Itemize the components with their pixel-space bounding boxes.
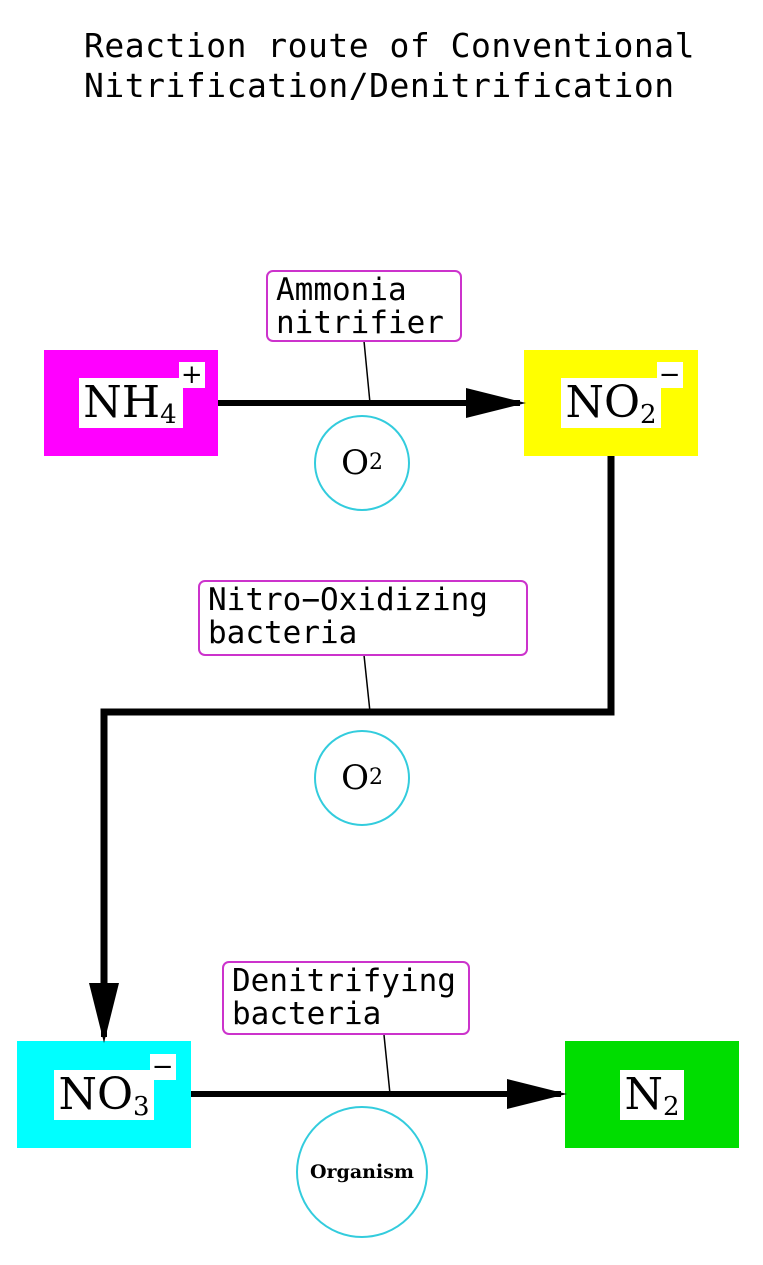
step-3-label-line-2: bacteria <box>232 996 382 1032</box>
condition-step-3-text: Organism <box>310 1161 414 1183</box>
step-3-label: Denitrifying bacteria <box>222 961 470 1035</box>
step-2-label: Nitro−Oxidizing bacteria <box>198 580 528 656</box>
step-2-label-line-1: Nitro−Oxidizing <box>208 582 488 618</box>
title-line-2: Nitrification/Denitrification <box>84 66 675 105</box>
step-3-label-line-1: Denitrifying <box>232 963 456 999</box>
condition-step-2-base: O <box>341 758 369 798</box>
condition-circle-step-1 <box>314 415 410 511</box>
condition-circle-step-2 <box>314 730 410 826</box>
step-1-label-line-1: Ammonia <box>276 272 407 308</box>
ammonium-charge: + <box>178 360 205 390</box>
condition-step-1-base: O <box>341 443 369 483</box>
step-1-label: Ammonia nitrifier <box>266 270 462 342</box>
title-line-1: Reaction route of Conventional <box>84 26 696 65</box>
leader-line-step-1 <box>363 340 371 404</box>
ammonium-formula: NH <box>83 377 161 428</box>
leader-line-step-2 <box>363 654 371 713</box>
nitrate-subscript: 3 <box>133 1091 150 1122</box>
nitrite-formula: NO <box>565 377 641 428</box>
nitrate-charge: − <box>149 1051 176 1082</box>
diagram-title: Reaction route of Conventional Nitrifica… <box>84 26 754 106</box>
condition-step-3: Organism <box>297 1107 427 1237</box>
nitrogen-subscript: 2 <box>662 1091 680 1122</box>
nitrogen-formula: N <box>624 1068 663 1120</box>
nitrite-subscript: 2 <box>640 400 657 430</box>
ammonium-label: NH4 + <box>44 350 218 456</box>
path-nitrite-to-nitrate <box>100 456 615 1000</box>
ammonium-subscript: 4 <box>160 400 177 430</box>
nitrite-label: NO2 − <box>524 350 698 456</box>
leader-line-step-3 <box>383 1034 391 1095</box>
nitrate-formula: NO <box>58 1068 134 1120</box>
condition-circle-step-3 <box>296 1106 428 1238</box>
nitrite-charge: − <box>656 360 683 390</box>
step-2-label-line-2: bacteria <box>208 615 358 651</box>
nitrate-label: NO3 − <box>17 1041 191 1148</box>
nitrogen-label: N2 <box>565 1041 739 1148</box>
step-1-label-line-2: nitrifier <box>276 305 444 341</box>
